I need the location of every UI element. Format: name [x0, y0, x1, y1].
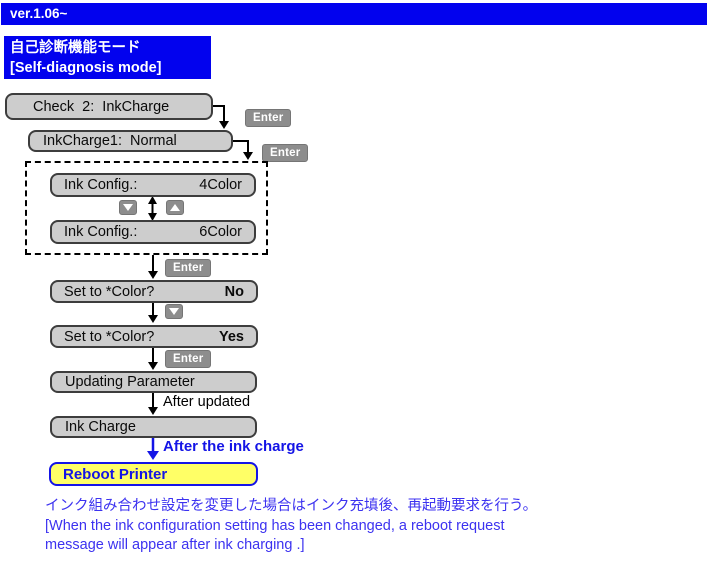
- lcd-inkcharge1-normal: InkCharge1: Normal: [28, 130, 233, 152]
- lcd-set-to-color-yes: Set to *Color? Yes: [50, 325, 258, 348]
- enter-key-badge: Enter: [262, 144, 309, 162]
- version-label: ver.1.06~: [10, 6, 68, 21]
- down-triangle-icon: [169, 308, 179, 315]
- lcd-reboot-printer: Reboot Printer: [49, 462, 258, 486]
- version-bar: ver.1.06~: [1, 3, 707, 25]
- enter-key-label: Enter: [173, 262, 204, 274]
- enter-key-label: Enter: [173, 353, 204, 365]
- set-to-color-value-yes: Yes: [219, 328, 244, 345]
- footnote: インク組み合わせ設定を変更した場合はインク充填後、再起動要求を行う。 [When…: [45, 497, 685, 555]
- lcd-set-to-color-no: Set to *Color? No: [50, 280, 258, 303]
- enter-key-badge: Enter: [165, 259, 212, 277]
- mode-title-box: 自己診断機能モード [Self-diagnosis mode]: [4, 36, 211, 79]
- lcd-ink-charge-text: Ink Charge: [65, 419, 136, 435]
- up-key-badge: [166, 200, 184, 215]
- down-key-badge: [165, 304, 183, 319]
- lcd-updating-parameter: Updating Parameter: [50, 371, 257, 393]
- footnote-line-en1: [When the ink configuration setting has …: [45, 518, 505, 534]
- enter-key-badge: Enter: [165, 350, 212, 368]
- ink-config-value: 4Color: [199, 177, 242, 193]
- ink-config-group-outline: [25, 161, 268, 255]
- lcd-ink-charge: Ink Charge: [50, 416, 257, 438]
- footnote-line-jp: インク組み合わせ設定を変更した場合はインク充填後、再起動要求を行う。: [45, 498, 538, 514]
- down-triangle-icon: [123, 204, 133, 211]
- set-to-color-label: Set to *Color?: [64, 328, 155, 345]
- ink-config-label: Ink Config.:: [64, 224, 138, 240]
- lcd-check2-inkcharge: Check 2: InkCharge: [5, 93, 213, 120]
- lcd-ink-config-6color: Ink Config.: 6Color: [50, 220, 256, 244]
- enter-key-badge: Enter: [245, 109, 292, 127]
- after-updated-label: After updated: [163, 394, 251, 410]
- lcd-inkcharge1-normal-text: InkCharge1: Normal: [43, 133, 177, 149]
- down-key-badge: [119, 200, 137, 215]
- ink-config-label: Ink Config.:: [64, 177, 138, 193]
- ink-config-value: 6Color: [199, 224, 242, 240]
- lcd-check2-inkcharge-text: Check 2: InkCharge: [33, 98, 170, 115]
- after-ink-charge-label: After the ink charge: [163, 438, 304, 455]
- up-triangle-icon: [170, 204, 180, 211]
- enter-key-label: Enter: [253, 112, 284, 124]
- lcd-reboot-printer-text: Reboot Printer: [63, 465, 168, 483]
- lcd-ink-config-4color: Ink Config.: 4Color: [50, 173, 256, 197]
- enter-key-label: Enter: [270, 147, 301, 159]
- mode-title-jp: 自己診断機能モード: [10, 40, 141, 56]
- footnote-line-en2: message will appear after ink charging .…: [45, 537, 305, 553]
- set-to-color-label: Set to *Color?: [64, 283, 155, 300]
- mode-title-en: [Self-diagnosis mode]: [10, 60, 162, 76]
- lcd-updating-parameter-text: Updating Parameter: [65, 374, 195, 390]
- set-to-color-value-no: No: [224, 283, 244, 300]
